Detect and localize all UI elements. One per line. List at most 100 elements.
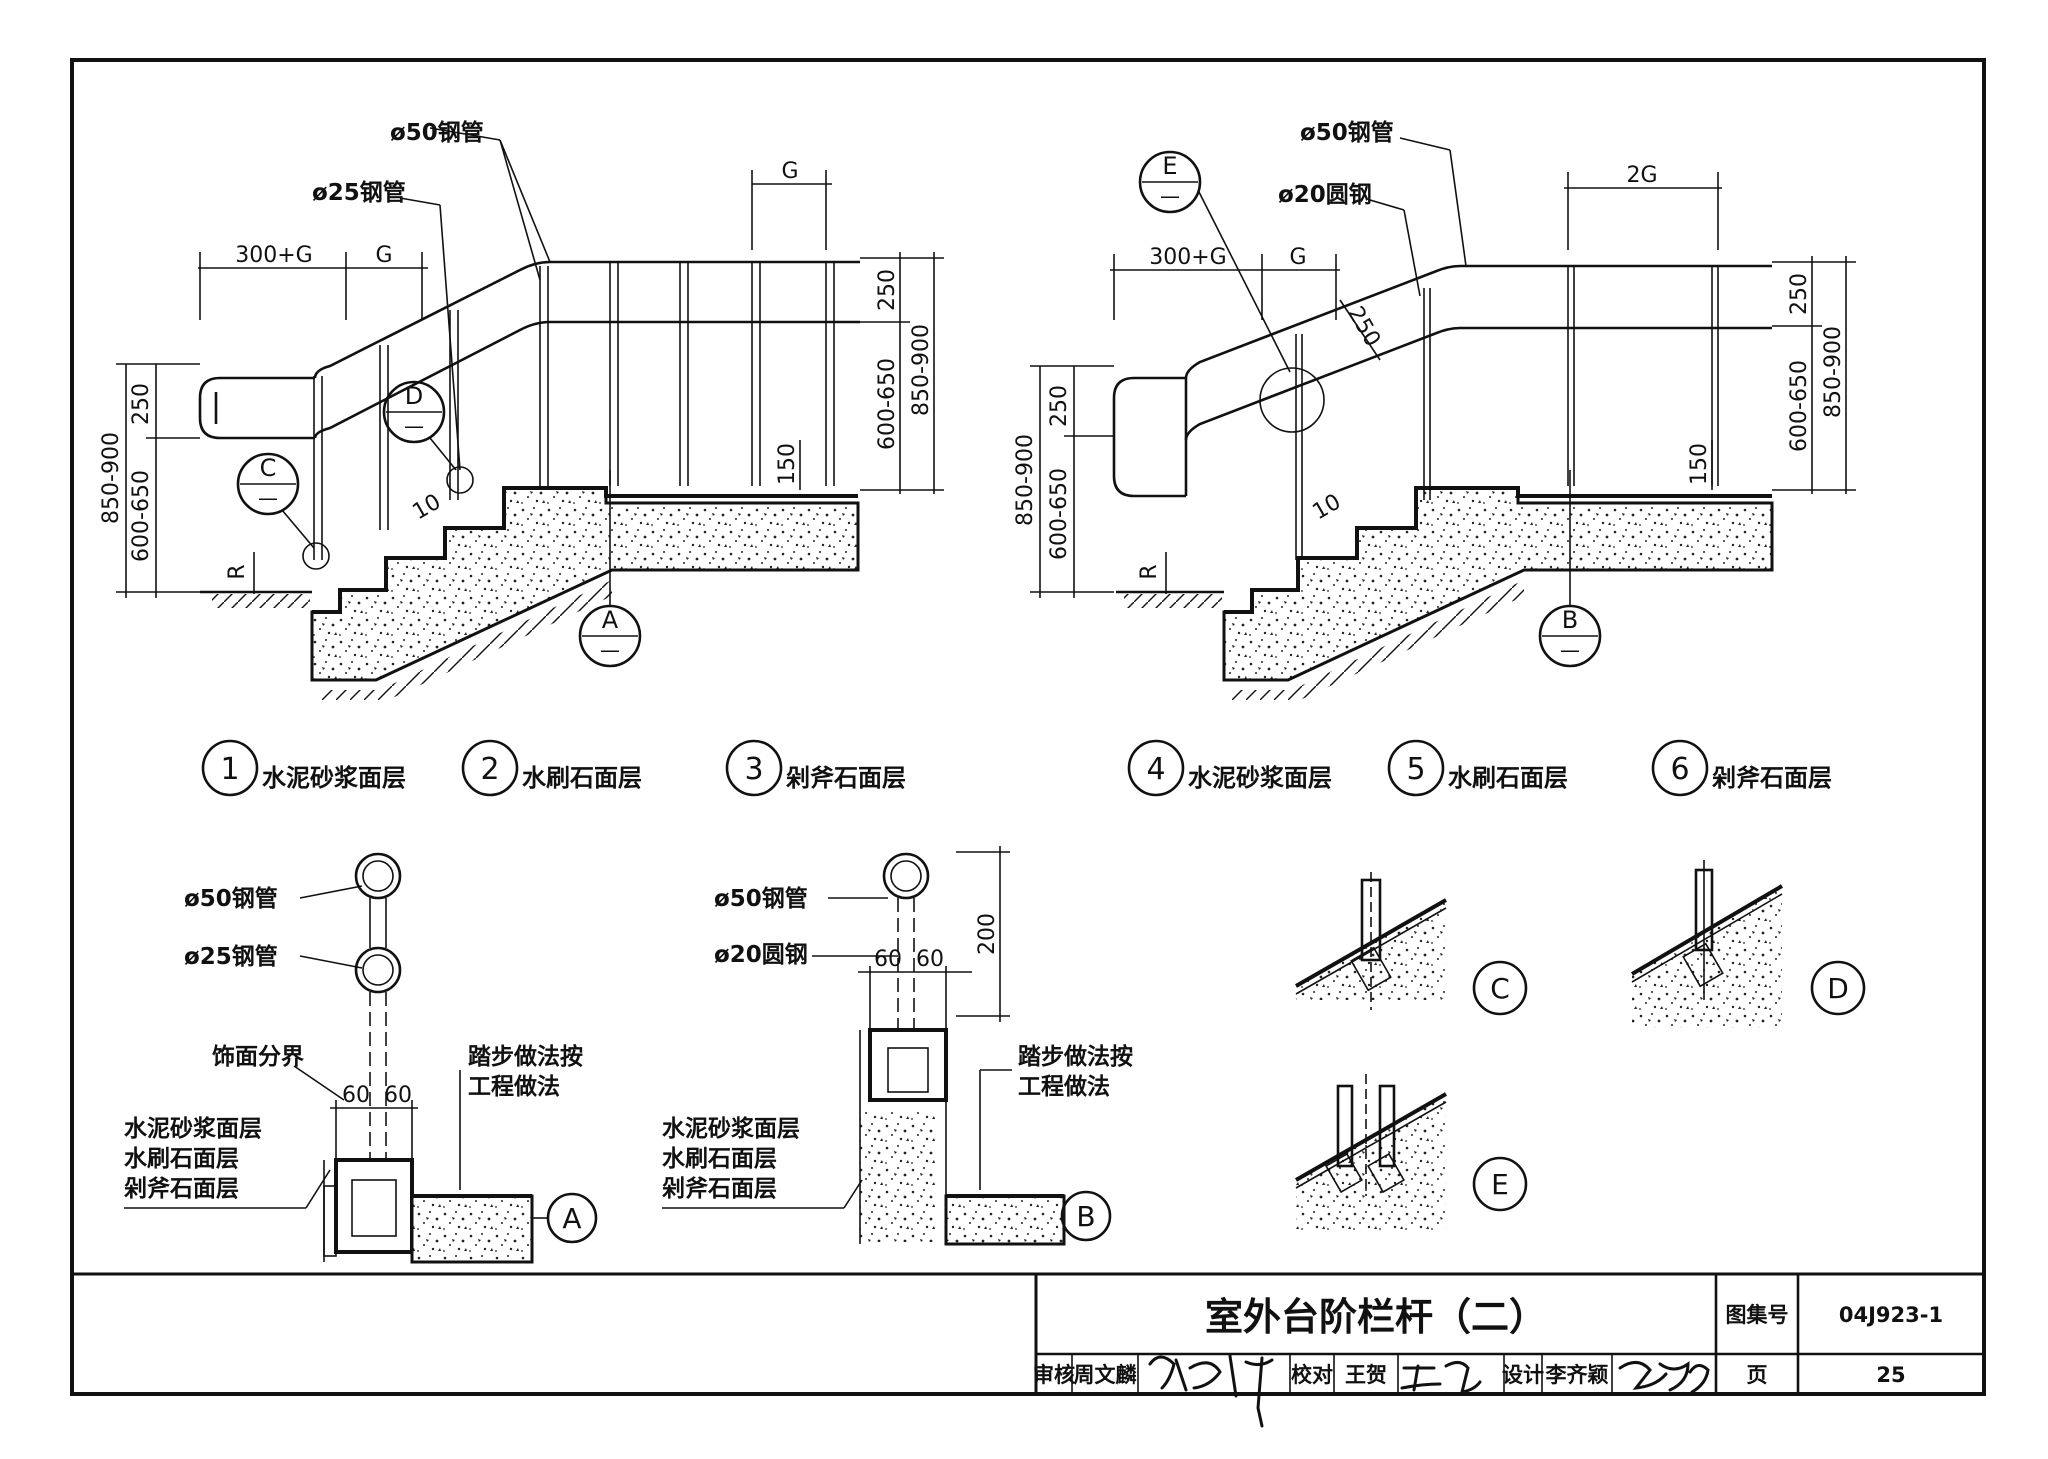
svg-text:踏步做法按: 踏步做法按: [1018, 1043, 1133, 1070]
svg-text:工程做法: 工程做法: [1018, 1073, 1110, 1100]
svg-text:ø25钢管: ø25钢管: [184, 943, 278, 970]
signatures: [1148, 1354, 1710, 1428]
svg-text:A: A: [562, 1202, 581, 1235]
svg-text:850-900: 850-900: [99, 432, 124, 524]
svg-text:周文麟: 周文麟: [1074, 1363, 1137, 1387]
svg-text:600-650: 600-650: [1787, 360, 1812, 452]
svg-text:水泥砂浆面层: 水泥砂浆面层: [1188, 764, 1332, 792]
left-pipe50-label: ø50钢管: [390, 119, 484, 146]
svg-text:E: E: [1491, 1168, 1509, 1201]
svg-text:R: R: [225, 564, 250, 579]
svg-text:G: G: [375, 243, 392, 268]
svg-text:踏步做法按: 踏步做法按: [468, 1043, 583, 1070]
svg-text:水泥砂浆面层: 水泥砂浆面层: [262, 764, 406, 792]
svg-text:—: —: [258, 486, 278, 510]
svg-text:水刷石面层: 水刷石面层: [124, 1146, 239, 1172]
svg-text:250: 250: [1787, 273, 1812, 315]
svg-text:ø20圆钢: ø20圆钢: [714, 942, 808, 968]
callout-d: D —: [382, 380, 457, 471]
svg-text:4: 4: [1146, 752, 1165, 787]
svg-text:水泥砂浆面层: 水泥砂浆面层: [124, 1115, 262, 1142]
type-1: 1 水泥砂浆面层: [201, 739, 406, 797]
callout-c: C —: [236, 452, 315, 549]
svg-text:600-650: 600-650: [129, 470, 154, 562]
detail-e: E: [1295, 1074, 1528, 1230]
svg-text:150: 150: [775, 443, 800, 485]
svg-text:10: 10: [409, 490, 446, 526]
svg-text:剁斧石面层: 剁斧石面层: [662, 1176, 777, 1202]
svg-text:B: B: [1076, 1200, 1095, 1233]
svg-text:—: —: [404, 414, 424, 438]
svg-text:600-650: 600-650: [875, 358, 900, 450]
callout-e: E —: [1138, 150, 1325, 433]
type-2: 2 水刷石面层: [461, 739, 642, 797]
svg-text:水刷石面层: 水刷石面层: [1448, 764, 1568, 792]
svg-text:6: 6: [1670, 752, 1689, 787]
drawing-title: 室外台阶栏杆（二）: [1205, 1295, 1547, 1339]
left-elevation: C — D — A — ø50钢管 ø25钢管: [99, 119, 944, 700]
svg-text:2G: 2G: [1626, 163, 1657, 188]
svg-text:剁斧石面层: 剁斧石面层: [786, 764, 906, 792]
svg-text:60: 60: [916, 947, 944, 972]
svg-text:300+G: 300+G: [235, 243, 312, 268]
svg-text:C: C: [260, 454, 277, 482]
svg-text:—: —: [600, 638, 620, 662]
svg-text:—: —: [1560, 638, 1580, 662]
svg-text:3: 3: [744, 752, 763, 787]
svg-text:04J923-1: 04J923-1: [1839, 1303, 1943, 1327]
svg-text:60: 60: [874, 947, 902, 972]
svg-text:250: 250: [1047, 385, 1072, 427]
svg-text:—: —: [1160, 184, 1180, 208]
type-5: 5 水刷石面层: [1387, 739, 1568, 797]
svg-text:250: 250: [1342, 302, 1385, 351]
detail-b: 200 60 60 ø50钢管 ø20圆钢 踏步做法按 工程做法 水泥砂浆面层 …: [662, 846, 1133, 1246]
svg-text:2: 2: [480, 752, 499, 787]
svg-text:水泥砂浆面层: 水泥砂浆面层: [662, 1115, 800, 1142]
svg-text:李齐颖: 李齐颖: [1545, 1363, 1609, 1387]
svg-text:C: C: [1490, 972, 1510, 1005]
svg-text:25: 25: [1876, 1363, 1905, 1387]
svg-text:250: 250: [875, 269, 900, 311]
svg-text:页: 页: [1747, 1363, 1768, 1387]
svg-text:250: 250: [129, 383, 154, 425]
svg-text:R: R: [1137, 564, 1162, 579]
sheet-border: [70, 58, 1986, 1396]
svg-text:饰面分界: 饰面分界: [212, 1043, 304, 1070]
svg-text:150: 150: [1687, 443, 1712, 485]
svg-text:B: B: [1562, 606, 1578, 634]
detail-a: 60 60 ø50钢管 ø25钢管 饰面分界 踏步做法按 工程做法 水泥砂浆面层…: [124, 852, 598, 1264]
type-4: 4 水泥砂浆面层: [1127, 739, 1332, 797]
svg-text:5: 5: [1406, 752, 1425, 787]
svg-text:审核: 审核: [1033, 1363, 1075, 1387]
detail-d: D: [1630, 860, 1866, 1028]
svg-text:300+G: 300+G: [1149, 245, 1226, 270]
section-mark-a: A —: [578, 470, 642, 668]
svg-text:工程做法: 工程做法: [468, 1073, 560, 1100]
svg-text:1: 1: [220, 752, 239, 787]
title-block: 室外台阶栏杆（二） 图集号 04J923-1 审核 周文麟 校对 王贺 设计 李…: [72, 1272, 1984, 1428]
svg-text:850-900: 850-900: [909, 324, 934, 416]
detail-c: C: [1295, 872, 1528, 1016]
svg-text:ø50钢管: ø50钢管: [184, 885, 278, 912]
svg-text:D: D: [1827, 972, 1849, 1005]
svg-text:设计: 设计: [1502, 1363, 1544, 1387]
svg-text:王贺: 王贺: [1345, 1363, 1387, 1387]
svg-text:ø50钢管: ø50钢管: [714, 885, 808, 912]
svg-text:850-900: 850-900: [1013, 434, 1038, 526]
svg-text:剁斧石面层: 剁斧石面层: [124, 1176, 239, 1202]
svg-text:10: 10: [1309, 490, 1346, 526]
right-elevation: E — B — ø50钢管 ø20圆钢 300+G G: [1013, 119, 1856, 700]
left-pipe25-label: ø25钢管: [312, 179, 406, 206]
svg-text:60: 60: [384, 1083, 412, 1108]
svg-text:校对: 校对: [1291, 1363, 1333, 1387]
svg-text:G: G: [781, 159, 798, 184]
right-rod20-label: ø20圆钢: [1278, 182, 1372, 208]
svg-text:图集号: 图集号: [1726, 1303, 1789, 1327]
section-mark-b: B —: [1538, 470, 1602, 668]
svg-text:水刷石面层: 水刷石面层: [522, 764, 642, 792]
type-3: 3 剁斧石面层: [725, 739, 906, 797]
svg-text:G: G: [1289, 245, 1306, 270]
svg-text:600-650: 600-650: [1047, 468, 1072, 560]
